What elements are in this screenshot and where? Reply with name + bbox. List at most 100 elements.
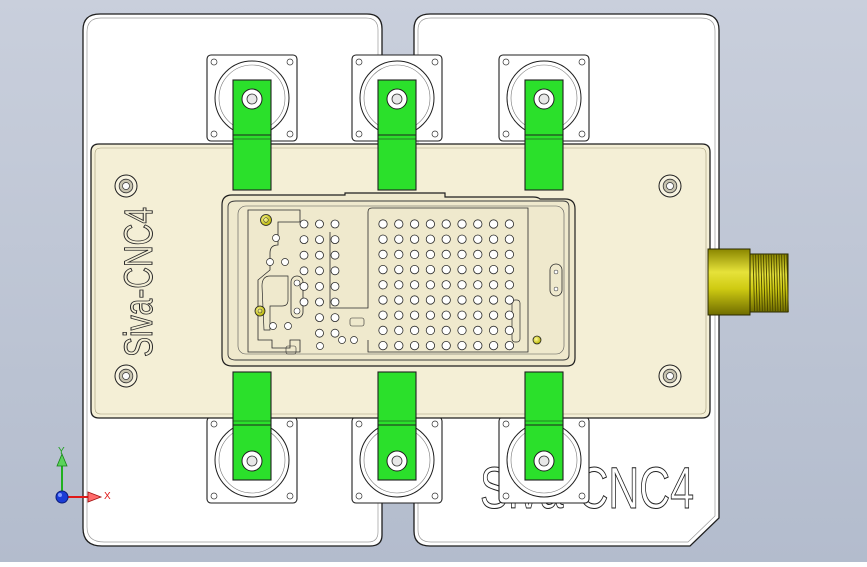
support-hole <box>394 234 404 244</box>
support-hole <box>394 340 404 351</box>
support-hole <box>409 295 420 305</box>
support-hole <box>378 249 388 259</box>
support-hole <box>473 234 483 244</box>
support-hole <box>409 310 420 320</box>
x-axis-label: X <box>104 491 111 502</box>
support-hole <box>315 235 324 245</box>
z-axis-origin-icon <box>55 490 69 504</box>
pad-hole-icon <box>431 58 439 66</box>
support-hole <box>441 249 451 259</box>
support-hole <box>425 280 435 290</box>
support-hole <box>394 295 404 305</box>
y-axis-arrow-icon <box>56 452 68 467</box>
x-axis-arrow-icon <box>87 491 103 503</box>
support-hole <box>504 280 514 290</box>
thread-line <box>781 253 784 313</box>
support-hole <box>504 219 514 229</box>
support-hole <box>441 310 451 320</box>
support-hole <box>299 250 309 260</box>
support-hole <box>378 295 388 305</box>
support-hole <box>409 325 420 335</box>
support-hole <box>299 297 309 307</box>
support-hole <box>378 325 388 335</box>
support-hole <box>378 340 388 351</box>
support-hole <box>330 328 340 338</box>
support-hole <box>281 258 289 266</box>
support-hole <box>425 325 435 335</box>
plate-engraving-label: Siva-CNC4 <box>117 207 161 357</box>
support-hole <box>473 219 483 229</box>
support-hole <box>488 280 499 290</box>
support-hole <box>504 340 514 351</box>
thread-line <box>757 253 761 313</box>
support-hole <box>488 249 499 259</box>
support-hole <box>409 249 420 259</box>
support-hole <box>473 295 483 305</box>
support-hole <box>269 322 277 330</box>
thread-line <box>752 253 756 313</box>
pad-hole-icon <box>286 492 294 500</box>
pad-hole-icon <box>431 492 439 500</box>
locating-pin <box>532 335 542 345</box>
screw-icon <box>114 364 138 388</box>
support-hole <box>394 325 404 335</box>
pad-hole-icon <box>210 130 218 138</box>
support-hole <box>441 325 451 335</box>
pad-hole-icon <box>355 420 363 428</box>
support-hole <box>441 340 451 351</box>
support-hole <box>504 249 514 259</box>
axis-triad: Y X <box>55 446 111 504</box>
support-hole <box>378 264 388 275</box>
support-hole <box>488 310 499 320</box>
locating-pins <box>254 214 542 345</box>
thread-line <box>773 253 776 313</box>
support-hole <box>284 322 292 330</box>
support-hole <box>330 281 340 291</box>
support-hole <box>473 310 483 320</box>
pad-hole-icon <box>578 420 586 428</box>
support-hole <box>315 313 324 323</box>
screw-icon <box>114 174 138 198</box>
support-hole <box>504 264 514 275</box>
pad-hole-icon <box>286 130 294 138</box>
pad-hole-icon <box>286 420 294 428</box>
support-hole <box>441 264 451 275</box>
support-hole <box>409 264 420 275</box>
support-hole <box>315 297 324 307</box>
support-hole <box>504 325 514 335</box>
thread-line <box>778 253 782 313</box>
support-hole <box>299 281 309 291</box>
support-hole <box>378 219 388 229</box>
support-hole <box>394 264 404 275</box>
pad-hole-icon <box>431 420 439 428</box>
thread-line <box>783 253 787 313</box>
support-hole <box>299 266 309 276</box>
support-hole <box>299 219 309 229</box>
support-hole <box>315 281 324 291</box>
support-hole <box>504 234 514 244</box>
support-hole <box>330 266 340 276</box>
pad-hole-icon <box>502 58 510 66</box>
support-hole <box>394 219 404 229</box>
support-hole <box>330 219 340 229</box>
support-hole <box>315 266 324 276</box>
pad-hole-icon <box>502 492 510 500</box>
support-hole <box>315 328 324 338</box>
support-hole <box>457 219 467 229</box>
support-hole <box>330 297 340 307</box>
support-hole <box>488 264 499 275</box>
support-hole <box>315 219 324 229</box>
pad-hole-icon <box>355 58 363 66</box>
support-hole <box>409 340 420 351</box>
support-hole <box>457 310 467 320</box>
support-hole <box>473 325 483 335</box>
thread-line <box>762 253 766 313</box>
support-hole <box>457 325 467 335</box>
pad-hole-icon <box>578 58 586 66</box>
support-hole <box>441 219 451 229</box>
support-hole <box>272 234 280 242</box>
support-hole <box>488 234 499 244</box>
support-hole <box>457 295 467 305</box>
thread-line <box>768 253 771 313</box>
